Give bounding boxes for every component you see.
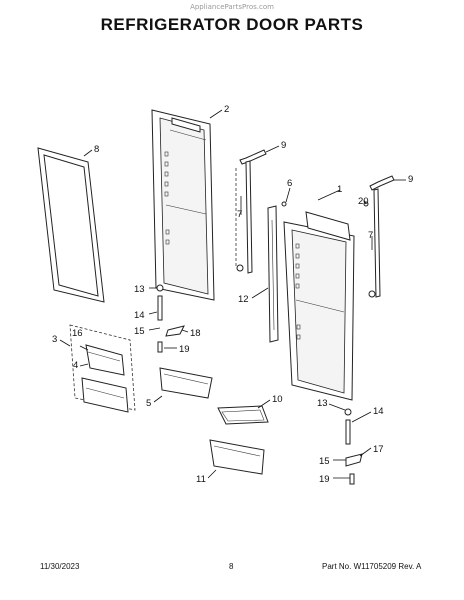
callout-9-left: 9 — [281, 140, 286, 151]
callout-14-right: 14 — [373, 406, 384, 417]
callout-7-left: 7 — [237, 209, 242, 220]
callout-13-left: 13 — [134, 284, 145, 295]
left-door — [151, 109, 215, 301]
right-door-cam-assembly — [344, 408, 363, 485]
footer-page-number: 8 — [229, 562, 234, 571]
callout-17: 17 — [373, 444, 384, 455]
page-title: REFRIGERATOR DOOR PARTS — [100, 15, 364, 34]
callout-20: 20 — [358, 196, 369, 207]
callout-1: 1 — [337, 184, 342, 195]
callout-12: 12 — [238, 294, 249, 305]
callout-9-right: 9 — [408, 174, 413, 185]
callout-16: 16 — [72, 328, 83, 339]
callout-13-right: 13 — [317, 398, 328, 409]
right-door — [283, 211, 355, 401]
callout-19-right: 19 — [319, 474, 330, 485]
callout-2: 2 — [224, 104, 229, 115]
door-bin-11 — [209, 439, 265, 475]
callout-6: 6 — [287, 178, 292, 189]
footer-date: 11/30/2023 — [40, 562, 80, 571]
door-gasket — [37, 147, 105, 303]
left-door-hinge-bar — [235, 149, 267, 274]
leader-lines — [59, 109, 406, 479]
callout-3: 3 — [52, 334, 57, 345]
callout-4: 4 — [73, 360, 78, 371]
door-shelf-10 — [217, 405, 269, 425]
callout-10: 10 — [272, 394, 283, 405]
callout-14-left: 14 — [134, 310, 145, 321]
callout-5: 5 — [146, 398, 151, 409]
footer-part-number: Part No. W11705209 Rev. A — [322, 562, 422, 571]
callout-19-left: 19 — [179, 344, 190, 355]
left-door-cam-assembly — [156, 284, 185, 353]
dairy-bin-assembly — [69, 324, 136, 413]
callout-15-right: 15 — [319, 456, 330, 467]
callout-11: 11 — [196, 474, 206, 485]
door-bin-5 — [159, 367, 213, 399]
callout-18: 18 — [190, 328, 201, 339]
callout-15-left: 15 — [134, 326, 145, 337]
callout-8: 8 — [94, 144, 99, 155]
callout-labels: 2 8 9 1 6 9 7 20 7 12 13 14 15 18 19 3 1… — [52, 104, 413, 485]
callout-7-right: 7 — [368, 230, 373, 241]
watermark: AppliancePartsPros.com — [190, 3, 274, 11]
center-mullion-flipper — [267, 201, 287, 343]
